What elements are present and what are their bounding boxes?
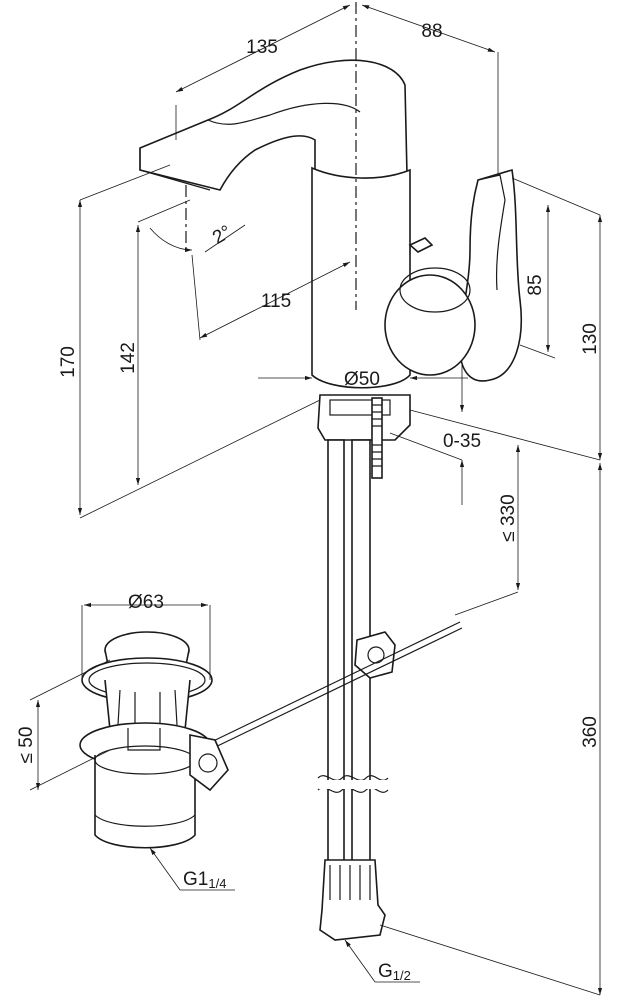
- dim-135: 135: [246, 37, 278, 58]
- dim-max-50: ≤ 50: [16, 727, 37, 764]
- dim-88: 88: [421, 21, 442, 42]
- faucet: [139, 59, 523, 941]
- thread-g1-2: G1/2: [378, 961, 411, 983]
- dim-142: 142: [118, 342, 139, 374]
- hose-fitting: [319, 859, 386, 941]
- supply-hose-left: [327, 439, 345, 901]
- fixing-rod: [371, 397, 383, 479]
- faucet-spout: [139, 59, 408, 191]
- thread-g1-1-4: G11/4: [183, 869, 226, 891]
- dim-170: 170: [58, 346, 79, 378]
- drain-assembly: [79, 631, 229, 849]
- faucet-base: [317, 394, 411, 441]
- dim-360: 360: [580, 716, 601, 748]
- center-lines: [185, 2, 357, 310]
- dim-max-330: ≤ 330: [498, 494, 519, 541]
- dim-130: 130: [580, 323, 601, 355]
- handle-hub: [384, 274, 476, 376]
- rod-clamp: [354, 631, 396, 679]
- dim-diameter-63: Ø63: [128, 592, 164, 613]
- drain-body: [94, 755, 196, 849]
- dimension-labels: 135 88 2° 115 85 130 170 142 Ø50 0-35 ≤ …: [16, 21, 601, 983]
- dimension-lines: [29, 4, 603, 996]
- dim-85: 85: [525, 274, 546, 295]
- dim-0-35: 0-35: [443, 431, 481, 452]
- pull-rod: [204, 621, 461, 746]
- dim-angle: 2°: [209, 222, 235, 249]
- dim-diameter-50: Ø50: [344, 369, 380, 390]
- dim-115: 115: [261, 291, 291, 312]
